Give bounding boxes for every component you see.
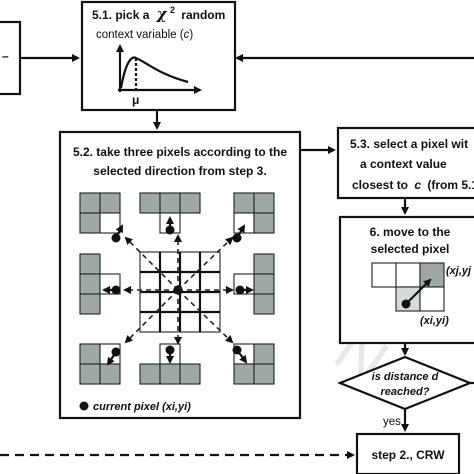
step-51-label: 5.1. pick a (92, 8, 150, 22)
step-6-xi: (xi,yi) (420, 315, 449, 327)
chi-symbol: χ (156, 5, 168, 23)
grid-left-middle (79, 253, 121, 315)
direction-rays (123, 234, 234, 345)
step-6-move-arrow (405, 278, 432, 305)
svg-text:context variable (c): context variable (c) (96, 29, 193, 41)
step-2-label: step 2., CRW (371, 448, 445, 462)
grid-top-right (233, 192, 275, 234)
step-2-box: step 2., CRW (355, 432, 461, 474)
mu-label: μ (132, 93, 139, 107)
step-53-line3a: closest to (352, 178, 408, 192)
legend-dot-icon (79, 401, 89, 411)
chi-square-curve-icon (116, 44, 202, 94)
step-6-line1: 6. move to the (370, 225, 451, 239)
svg-text:closest to c (from: closest to c (from 5.1 (352, 178, 474, 192)
grid-bottom-center (139, 343, 201, 385)
current-pixel-markers (102, 216, 254, 366)
step-6-xj: (xj,yj (446, 265, 472, 277)
decision-line1: is distance d (372, 371, 439, 383)
step-6-line2: selected pixel (371, 242, 450, 256)
step-52-line1: 5.2. take three pixels according to the (73, 145, 287, 159)
decision-line2: reached? (381, 386, 430, 398)
yes-label: yes (383, 416, 401, 428)
legend: current pixel (xi,yi) (79, 401, 191, 413)
step-53-line3c: c (414, 178, 421, 192)
legend-text: current pixel (xi,yi) (93, 401, 191, 413)
step-53-line3b: (from 5.1 (427, 178, 474, 192)
step-53-line2: a context value (360, 157, 447, 171)
grid-top-left (79, 192, 121, 234)
left-box-text: – (2, 49, 9, 63)
grid-bottom-right (233, 343, 275, 385)
step-53-box: 5.3. select a pixel wit a context value … (336, 126, 474, 200)
step-53-line1: 5.3. select a pixel wit (350, 137, 468, 151)
chi-superscript: 2 (170, 5, 175, 15)
grid-bottom-left (79, 343, 121, 385)
svg-text:5.1. pick a χ 2: 5.1. pick a χ 2 random (92, 2, 225, 23)
step-51-box: 5.1. pick a χ 2 random context variable … (80, 0, 237, 112)
step-6-box: 6. move to the selected pixel (xj,yj (xi… (338, 215, 474, 345)
step-51-label-end: random (181, 8, 225, 22)
step-52-line2: selected direction from step 3. (93, 164, 266, 178)
